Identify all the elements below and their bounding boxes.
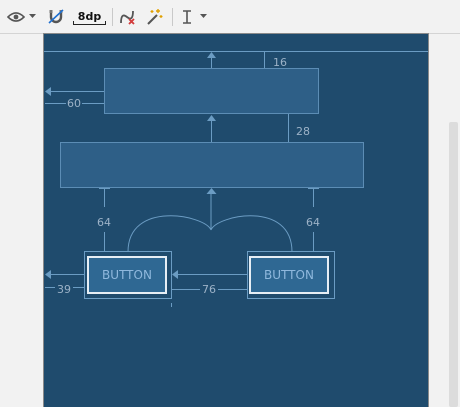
guidelines-button[interactable] [178, 6, 196, 28]
top-widget[interactable] [104, 68, 319, 114]
arrow-icon [172, 270, 178, 279]
eye-icon [7, 12, 25, 22]
right-button-top-constraint [210, 215, 293, 253]
magnet-icon [48, 9, 64, 24]
infer-constraints-button[interactable] [144, 6, 164, 28]
margin-label-middle: 28 [296, 125, 310, 138]
canvas-gutter [0, 34, 44, 407]
guidelines-icon [183, 10, 191, 24]
margin-label-left: 60 [66, 97, 82, 110]
left-button[interactable]: BUTTON [87, 256, 167, 294]
arrow-icon [45, 87, 51, 96]
clear-constraints-button[interactable] [117, 6, 137, 28]
margin-label-left-button: 64 [97, 216, 111, 229]
arrow-icon [45, 270, 51, 279]
toolbar-separator [112, 8, 113, 26]
margin-label-button-left: 39 [55, 283, 73, 296]
margin-bracket [73, 21, 106, 25]
default-margin-dropdown[interactable]: 8dp [73, 8, 106, 26]
left-button-bounds [84, 251, 172, 299]
chevron-down-icon[interactable] [200, 14, 207, 19]
margin-label-right-button: 64 [306, 216, 320, 229]
toolbar-separator [172, 8, 173, 26]
default-margin-value: 8dp [77, 10, 102, 23]
chevron-down-icon[interactable] [29, 14, 36, 19]
right-button-bounds [247, 251, 335, 299]
arrow-icon [207, 52, 216, 58]
arrow-icon [207, 115, 216, 121]
middle-widget[interactable] [60, 142, 364, 188]
view-options-button[interactable] [6, 6, 26, 28]
autoconnect-button[interactable] [46, 6, 66, 28]
margin-label-between: 76 [200, 283, 218, 296]
layout-editor-toolbar: 8dp [0, 0, 460, 34]
magic-wand-icon [147, 9, 163, 25]
left-button-top-constraint [127, 193, 212, 253]
margin-label-top: 16 [272, 56, 288, 69]
clear-constraints-icon [120, 10, 135, 25]
arrow-icon [206, 188, 217, 194]
right-button[interactable]: BUTTON [249, 256, 329, 294]
scrollbar-thumb[interactable] [449, 122, 458, 407]
